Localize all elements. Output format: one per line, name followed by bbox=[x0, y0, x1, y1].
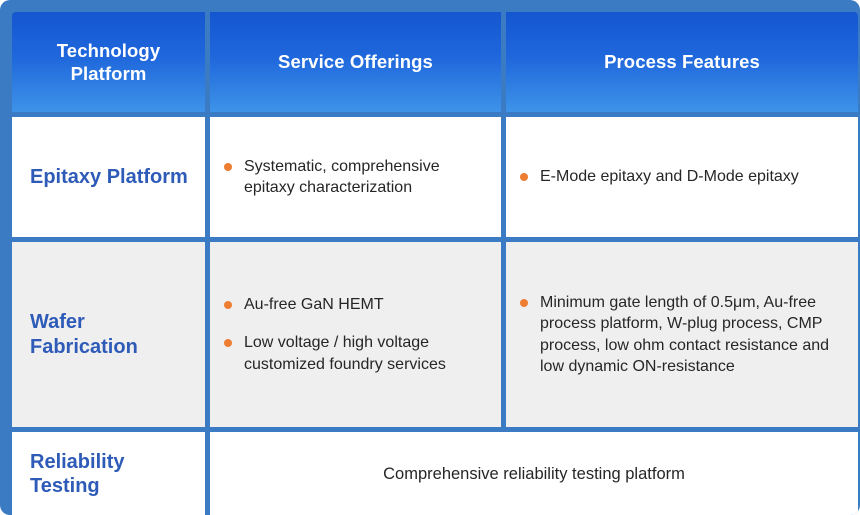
table-header: Technology Platform Service Offerings Pr… bbox=[12, 12, 858, 112]
bullet-dot-icon bbox=[520, 173, 528, 182]
table-row-reliability-testing: Reliability Testing Comprehensive reliab… bbox=[12, 432, 858, 515]
table-row-epitaxy-platform: Epitaxy Platform Systematic, comprehensi… bbox=[12, 117, 858, 237]
table-header-row: Technology Platform Service Offerings Pr… bbox=[12, 12, 858, 112]
bullet-dot-icon bbox=[520, 298, 528, 307]
bullet-text: Low voltage / high voltage customized fo… bbox=[244, 334, 446, 373]
list-item: Systematic, comprehensive epitaxy charac… bbox=[224, 156, 487, 199]
list-item: E-Mode epitaxy and D-Mode epitaxy bbox=[520, 166, 844, 187]
table-row-wafer-fabrication: Wafer Fabrication Au-free GaN HEMT Low v… bbox=[12, 242, 858, 427]
column-header-technology-platform: Technology Platform bbox=[12, 12, 205, 112]
bullet-dot-icon bbox=[224, 162, 232, 171]
cell-platform-wafer-fabrication: Wafer Fabrication bbox=[12, 242, 205, 427]
list-item: Low voltage / high voltage customized fo… bbox=[224, 332, 487, 375]
table-body: Epitaxy Platform Systematic, comprehensi… bbox=[12, 117, 858, 515]
bullet-text: Au-free GaN HEMT bbox=[244, 295, 384, 313]
cell-reliability-summary: Comprehensive reliability testing platfo… bbox=[210, 432, 858, 515]
bullet-dot-icon bbox=[224, 300, 232, 309]
list-item: Minimum gate length of 0.5μm, Au-free pr… bbox=[520, 292, 844, 378]
column-header-process-features: Process Features bbox=[506, 12, 858, 112]
column-header-service-offerings: Service Offerings bbox=[210, 12, 501, 112]
bullet-list-service-epitaxy: Systematic, comprehensive epitaxy charac… bbox=[224, 156, 487, 199]
bullet-text: Systematic, comprehensive epitaxy charac… bbox=[244, 157, 440, 196]
bullet-list-process-epitaxy: E-Mode epitaxy and D-Mode epitaxy bbox=[520, 166, 844, 187]
cell-service-wafer-fabrication: Au-free GaN HEMT Low voltage / high volt… bbox=[210, 242, 501, 427]
bullet-text: E-Mode epitaxy and D-Mode epitaxy bbox=[540, 168, 799, 186]
cell-service-epitaxy: Systematic, comprehensive epitaxy charac… bbox=[210, 117, 501, 237]
bullet-list-process-wafer: Minimum gate length of 0.5μm, Au-free pr… bbox=[520, 292, 844, 378]
cell-platform-epitaxy: Epitaxy Platform bbox=[12, 117, 205, 237]
bullet-text: Minimum gate length of 0.5μm, Au-free pr… bbox=[540, 293, 830, 375]
technology-platform-table: Technology Platform Service Offerings Pr… bbox=[7, 7, 860, 515]
cell-process-wafer-fabrication: Minimum gate length of 0.5μm, Au-free pr… bbox=[506, 242, 858, 427]
cell-process-epitaxy: E-Mode epitaxy and D-Mode epitaxy bbox=[506, 117, 858, 237]
cell-platform-reliability-testing: Reliability Testing bbox=[12, 432, 205, 515]
bullet-dot-icon bbox=[224, 339, 232, 348]
bullet-list-service-wafer: Au-free GaN HEMT Low voltage / high volt… bbox=[224, 294, 487, 375]
list-item: Au-free GaN HEMT bbox=[224, 294, 487, 315]
